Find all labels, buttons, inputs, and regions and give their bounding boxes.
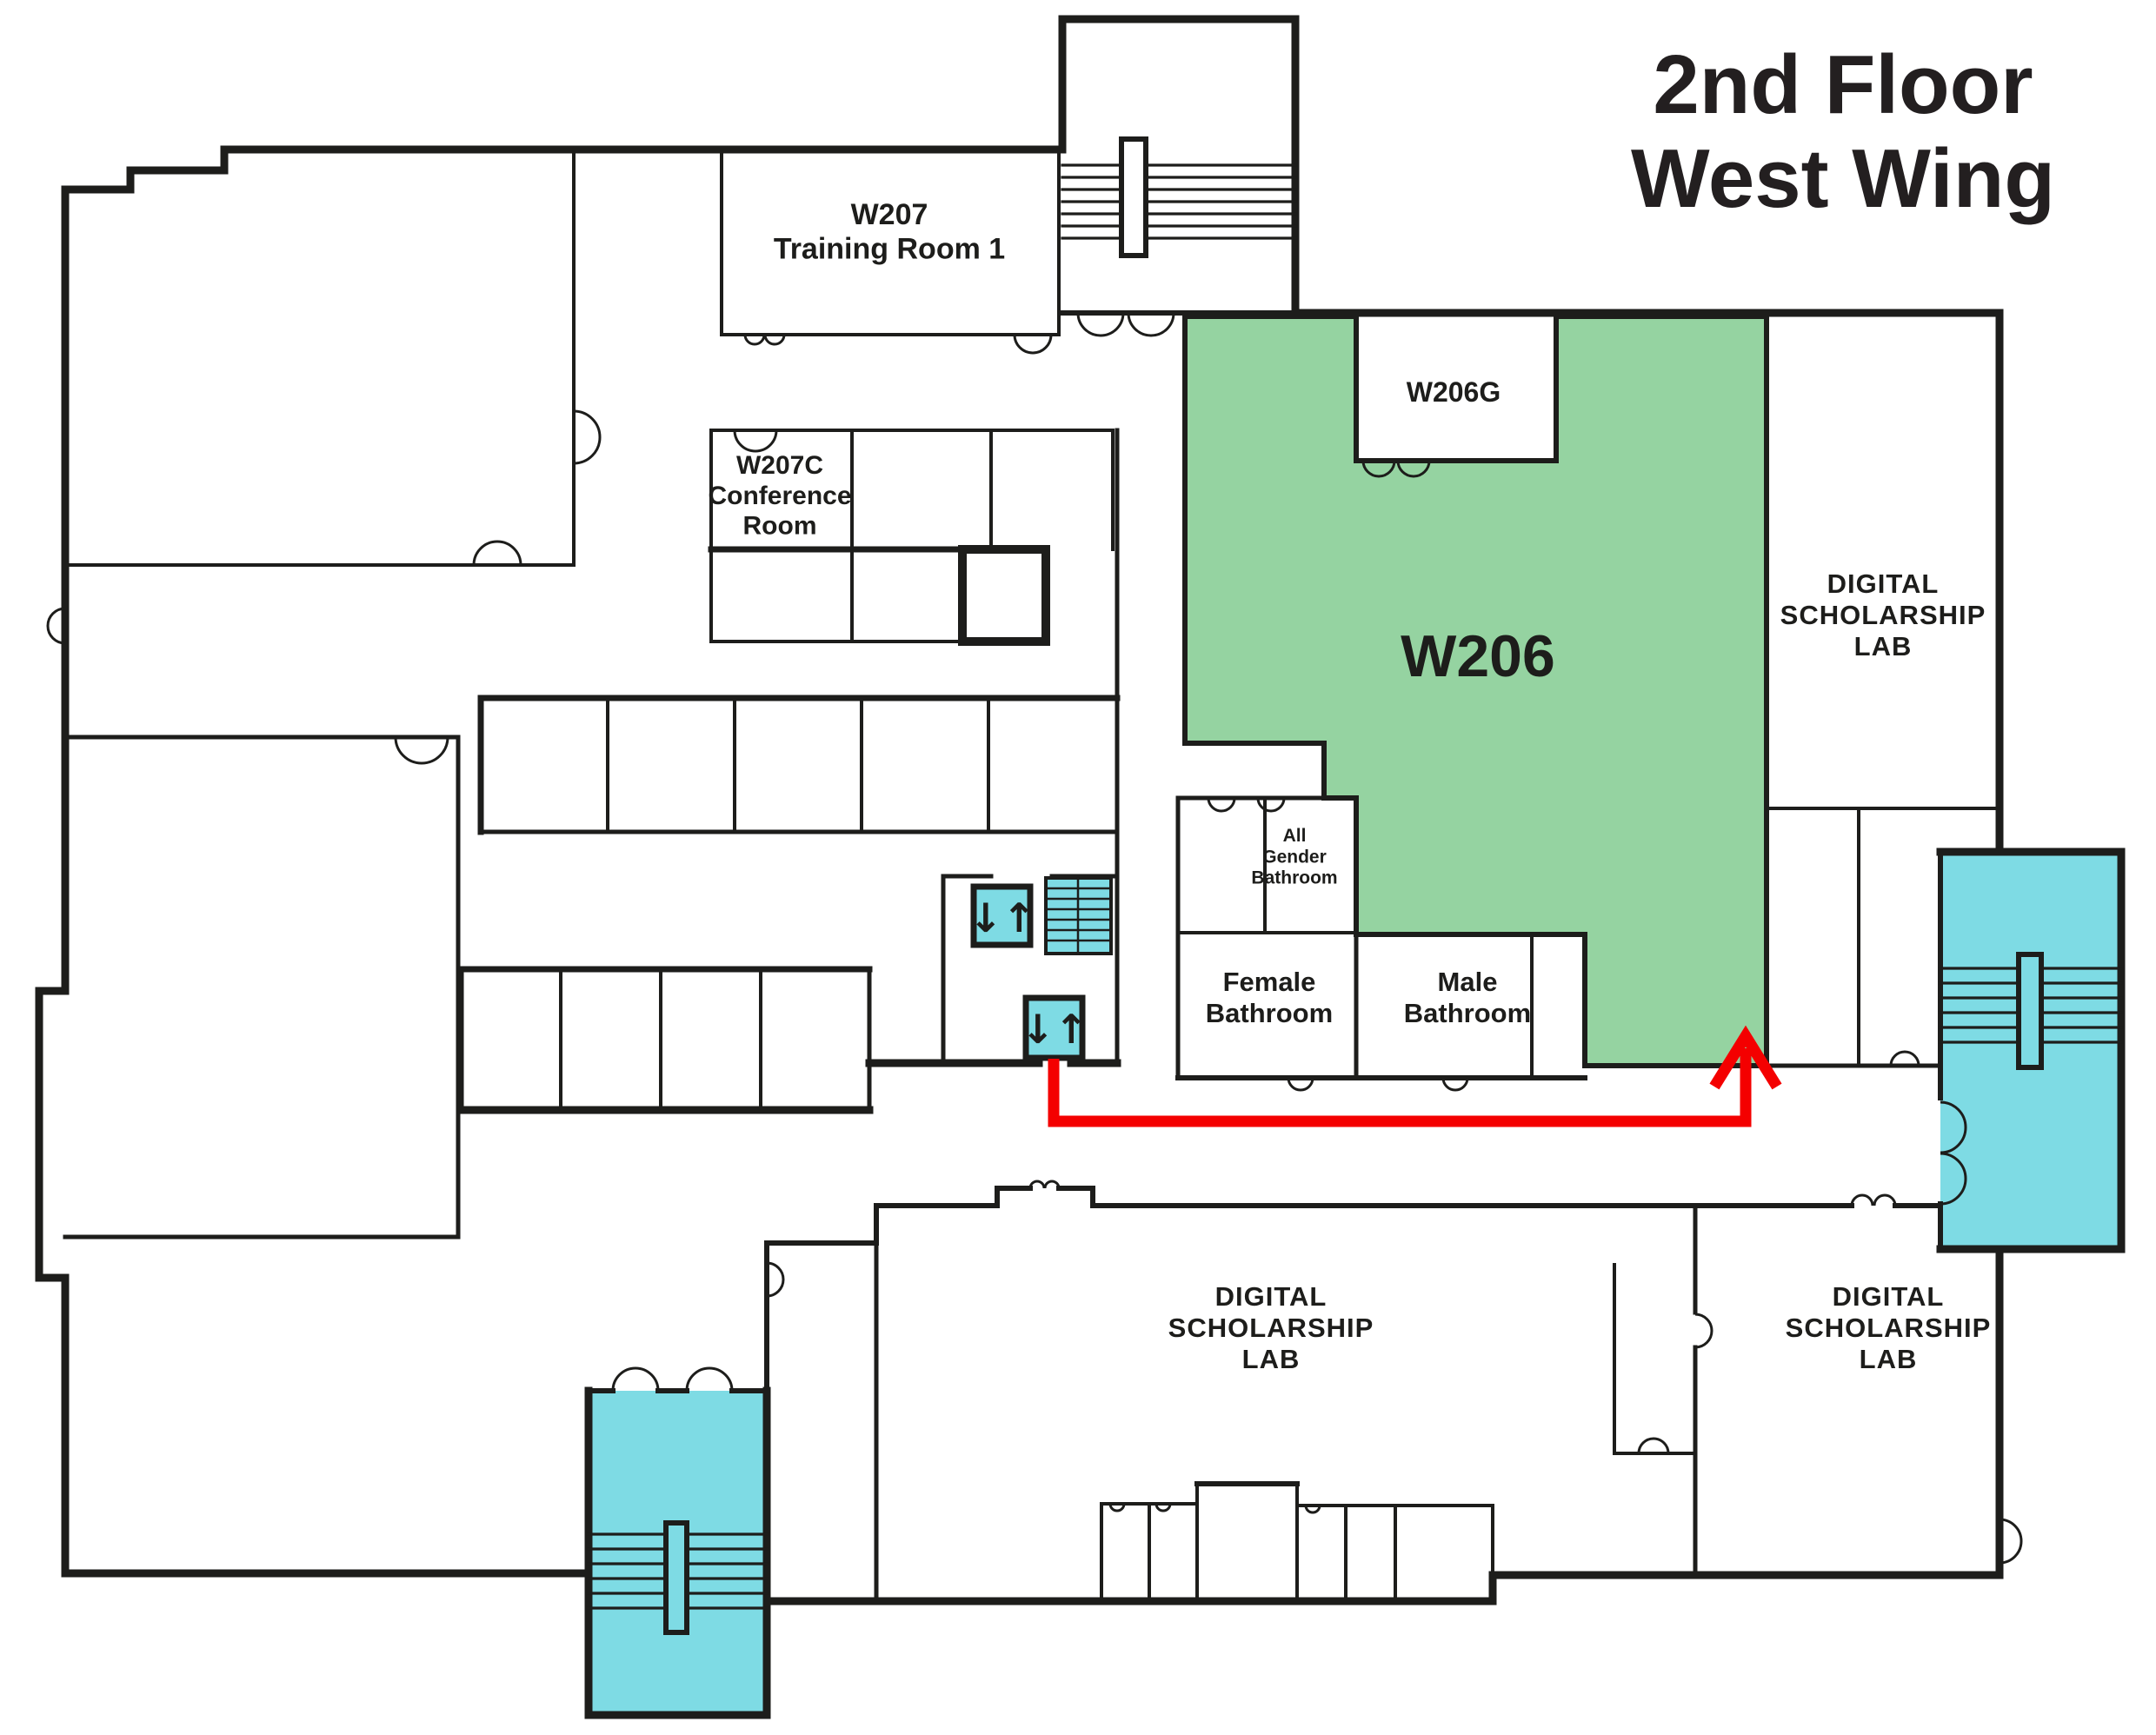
route-arrowhead bbox=[1709, 1025, 1782, 1090]
room-thick-walled bbox=[958, 545, 1050, 646]
elevator-up-down-icon: ↓↑ bbox=[968, 894, 1035, 941]
elevator-upper: ↓↑ bbox=[968, 883, 1036, 948]
stairwell-top-newel bbox=[1119, 136, 1148, 258]
stairwell-right-newel bbox=[2016, 952, 2044, 1070]
label-w206g: W206G bbox=[1407, 376, 1501, 408]
label-w206: W206 bbox=[1401, 623, 1555, 689]
route-line bbox=[1048, 1048, 1752, 1127]
elevator-lower: ↓↑ bbox=[1021, 994, 1088, 1061]
room-w206-highlight bbox=[1182, 314, 1769, 1068]
stairwell-bottom-left-newel bbox=[663, 1520, 689, 1635]
page-title-line2: West Wing bbox=[1631, 132, 2055, 225]
highlighted-rooms bbox=[1182, 314, 1769, 1068]
door-arcs bbox=[46, 312, 2023, 1565]
interior-walls bbox=[63, 136, 2123, 1635]
page-title-line1: 2nd Floor bbox=[1653, 38, 2033, 131]
route-path bbox=[1048, 1025, 1782, 1127]
outer-walls bbox=[35, 15, 2126, 1719]
elevator-up-down-icon: ↓↑ bbox=[1021, 1006, 1088, 1053]
